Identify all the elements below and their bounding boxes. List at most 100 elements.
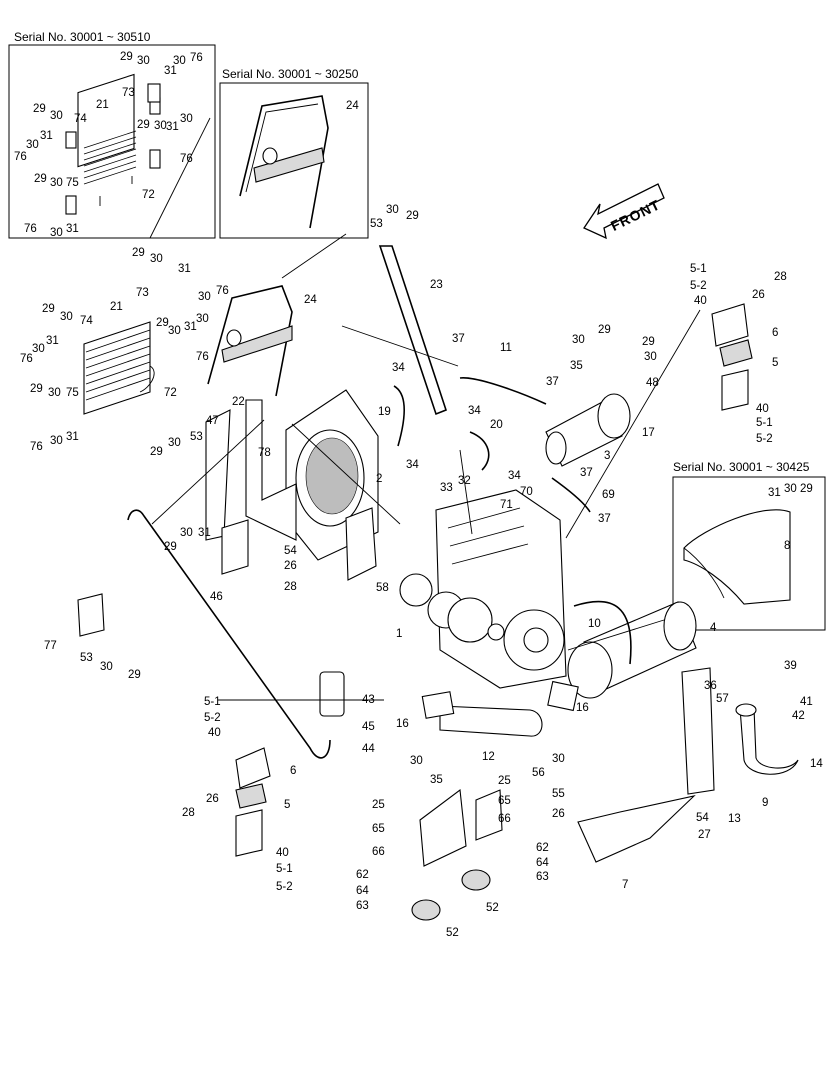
mount-rubber-right [719, 339, 753, 367]
reserve-tank [319, 671, 345, 717]
gasket-right [547, 680, 579, 712]
callout: 77 [44, 640, 57, 652]
callout: 30 [180, 527, 193, 539]
callout: 76 [14, 151, 27, 163]
callout: 30 [410, 755, 423, 767]
callout: 5-2 [690, 280, 707, 292]
callout: 28 [774, 271, 787, 283]
callout: 21 [110, 301, 123, 313]
callout: 3 [604, 450, 610, 462]
pipe-10 [573, 600, 632, 665]
callout: 5 [284, 799, 290, 811]
callout: 30 [100, 661, 113, 673]
callout: 72 [142, 189, 155, 201]
callout: 64 [356, 885, 369, 897]
callout: 5-2 [204, 712, 221, 724]
callout: 32 [458, 475, 471, 487]
oil-cooler-main [83, 321, 155, 415]
callout: 75 [66, 387, 79, 399]
callout: 30 [168, 325, 181, 337]
callout: 16 [576, 702, 589, 714]
callout: 31 [40, 130, 53, 142]
guard-main [207, 285, 293, 397]
callout: 30 [154, 120, 167, 132]
callout-labels: 29 30 30 76 31 73 21 74 29 30 31 30 76 2… [14, 51, 823, 939]
callout: 40 [276, 847, 289, 859]
bracket-46 [221, 519, 249, 575]
callout: 29 [164, 541, 177, 553]
callout: 52 [446, 927, 459, 939]
callout: 75 [66, 177, 79, 189]
callout: 65 [498, 795, 511, 807]
muffler [567, 601, 799, 775]
mount-bracket-right-6 [711, 303, 749, 347]
callout: 5-1 [204, 696, 221, 708]
mount-bracket-6 [235, 747, 271, 789]
callout: 16 [396, 718, 409, 730]
callout: 30 [572, 334, 585, 346]
callout: 73 [136, 287, 149, 299]
callout: 45 [362, 721, 375, 733]
callout: 34 [508, 470, 521, 482]
callout: 64 [536, 857, 549, 869]
callout: 31 [198, 527, 211, 539]
callout: 6 [772, 327, 778, 339]
callout: 10 [588, 618, 601, 630]
callout: 70 [520, 486, 533, 498]
engine [399, 489, 567, 689]
callout: 13 [728, 813, 741, 825]
callout: 52 [486, 902, 499, 914]
callout: 30 [784, 483, 797, 495]
callout: 30 [173, 55, 186, 67]
detail-box-guard [219, 82, 369, 239]
callout: 31 [66, 223, 79, 235]
callout: 73 [122, 87, 135, 99]
callout: 76 [30, 441, 43, 453]
callout: 55 [552, 788, 565, 800]
callout: 30 [137, 55, 150, 67]
mount-base-40 [235, 809, 263, 857]
callout: 21 [96, 99, 109, 111]
callout: 62 [536, 842, 549, 854]
callout: 31 [166, 121, 179, 133]
callout: 9 [762, 797, 768, 809]
callout: 5 [772, 357, 778, 369]
callout: 63 [536, 871, 549, 883]
callout: 29 [800, 483, 813, 495]
callout: 30 [50, 110, 63, 122]
callout: 30 [180, 113, 193, 125]
callout: 6 [290, 765, 296, 777]
leader-lines [149, 117, 701, 701]
callout: 30 [644, 351, 657, 363]
callout: 76 [20, 353, 33, 365]
callout: 5-1 [756, 417, 773, 429]
callout: 24 [346, 100, 359, 112]
mount-base-right [721, 369, 749, 411]
callout: 35 [570, 360, 583, 372]
callout: 43 [362, 694, 375, 706]
callout: 37 [598, 513, 611, 525]
callout: 76 [180, 153, 193, 165]
mount-plate [419, 788, 467, 867]
hose-20 [469, 431, 490, 471]
callout: 29 [132, 247, 145, 259]
callout: 29 [128, 669, 141, 681]
serial-label-oil-cooler: Serial No. 30001 ~ 30510 [14, 30, 151, 44]
callout: 30 [26, 139, 39, 151]
callout: 76 [196, 351, 209, 363]
callout: 31 [46, 335, 59, 347]
shroud-lower [345, 507, 377, 581]
callout: 11 [500, 342, 512, 354]
callout: 26 [206, 793, 219, 805]
callout: 44 [362, 743, 375, 755]
callout: 63 [356, 900, 369, 912]
callout: 76 [24, 223, 37, 235]
callout: 33 [440, 482, 453, 494]
stay-bar [378, 245, 447, 416]
callout: 72 [164, 387, 177, 399]
callout: 5-2 [756, 433, 773, 445]
exhaust-pipe [439, 705, 543, 737]
callout: 78 [258, 447, 271, 459]
callout: 37 [452, 333, 465, 345]
